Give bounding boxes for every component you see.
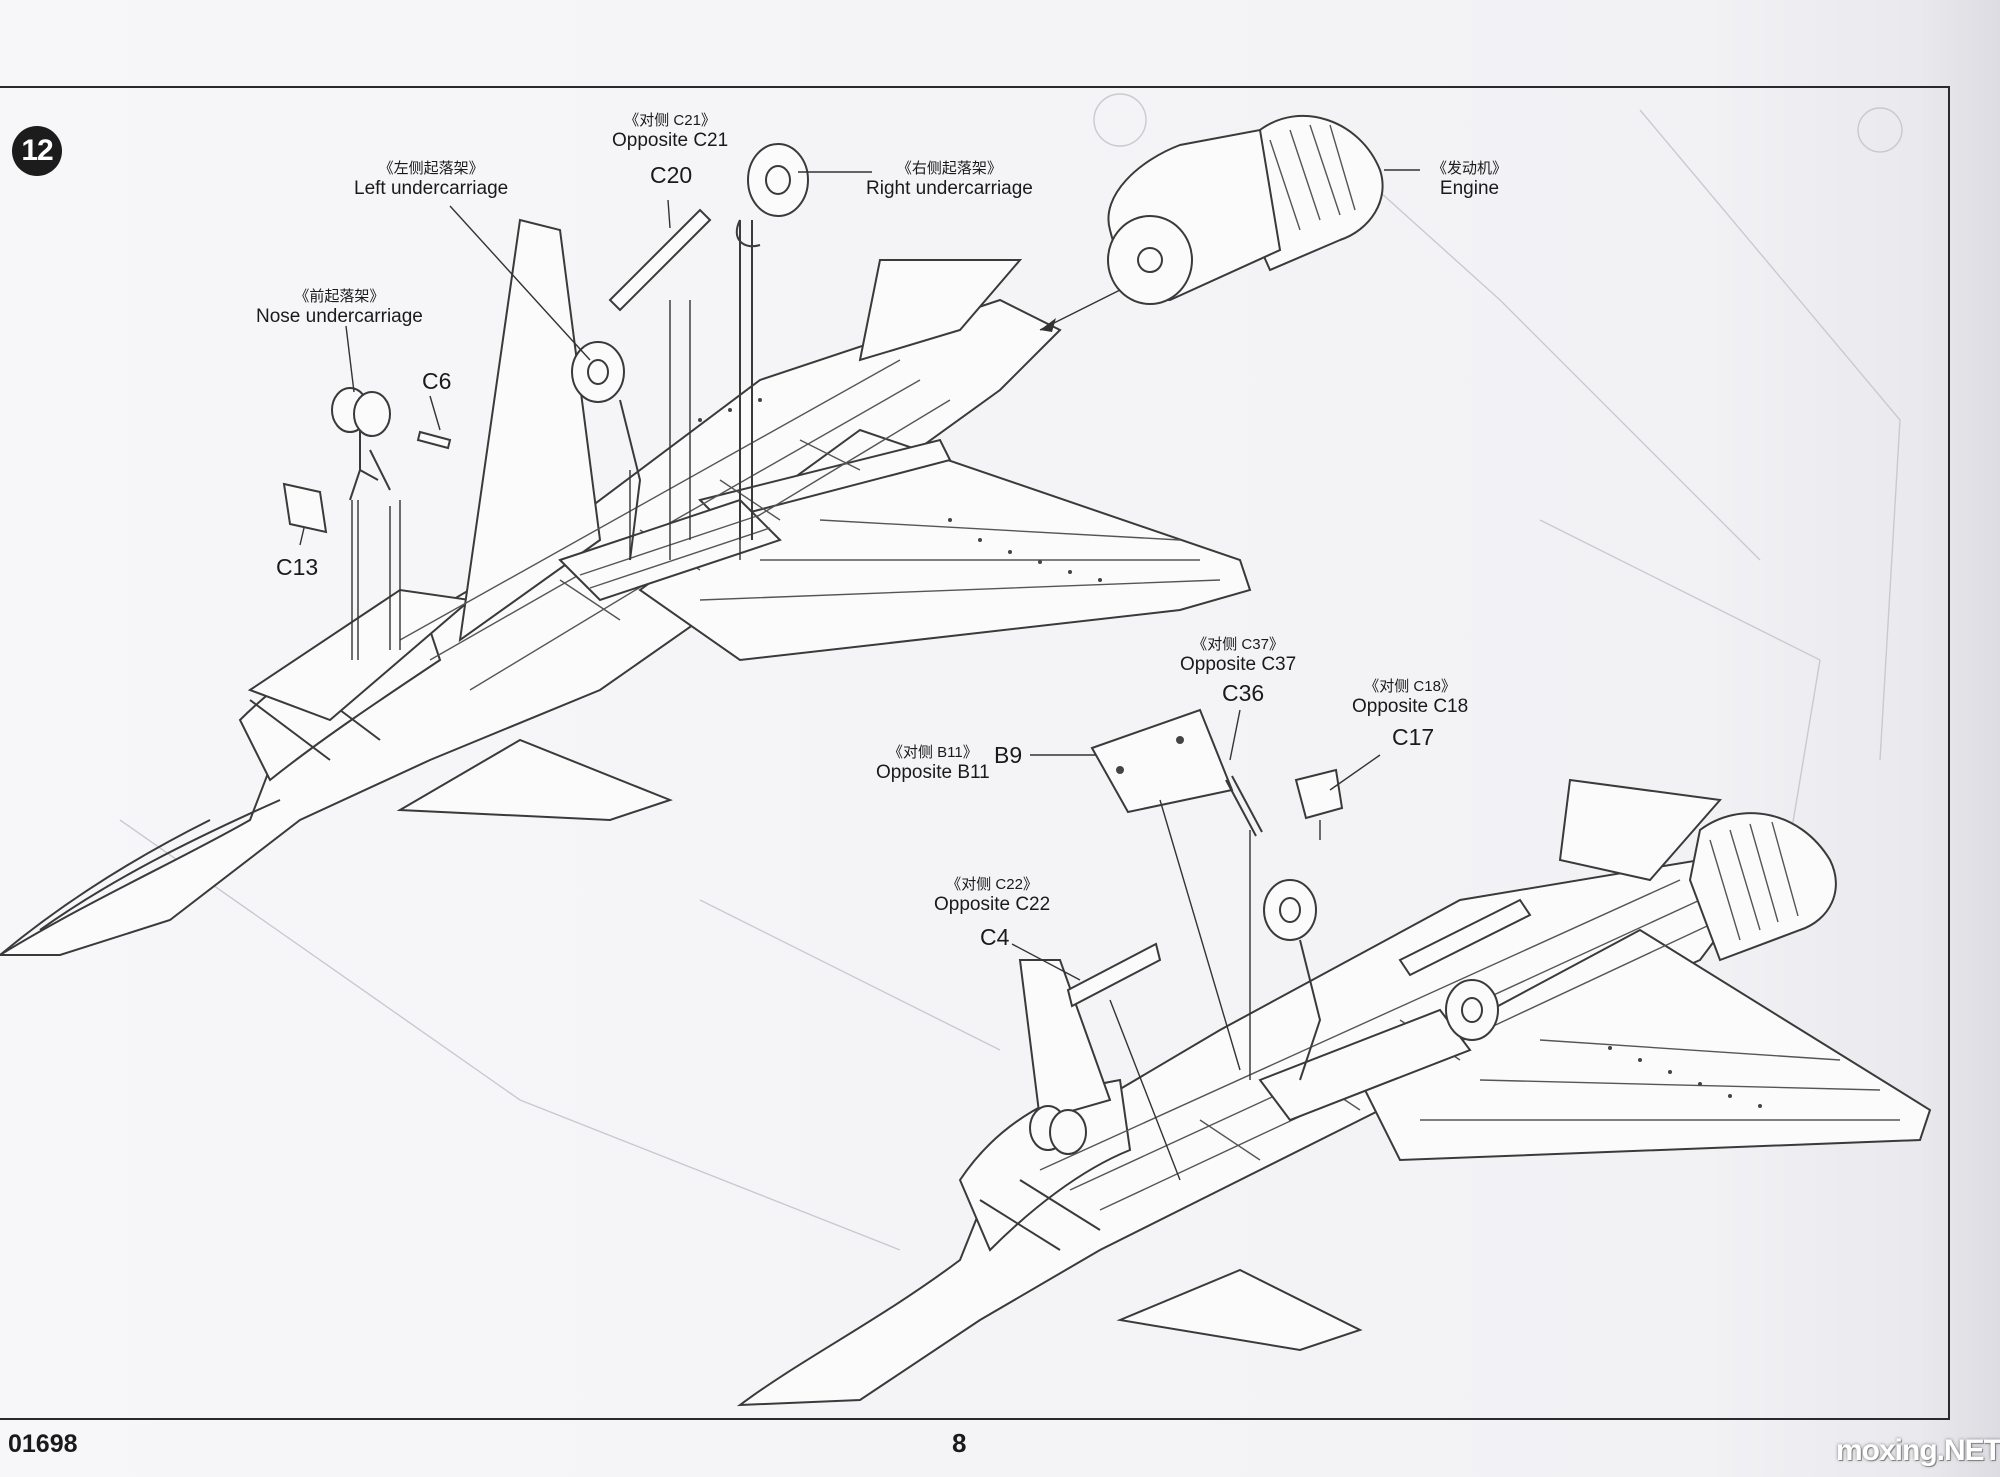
label-cn: 《对侧 B11》 [887, 744, 978, 761]
upper-engine [1039, 114, 1384, 332]
kit-number: 01698 [8, 1430, 78, 1458]
part-c6: C6 [422, 368, 452, 394]
label-nose-undercarriage: 《前起落架》 Nose undercarriage [256, 288, 423, 329]
label-cn: 《右侧起落架》 [896, 160, 1002, 177]
label-opposite-c18: 《对侧 C18》 Opposite C18 [1352, 678, 1468, 719]
label-cn: 《对侧 C21》 [624, 112, 716, 129]
watermark-logo: moxing.NET [1836, 1434, 2000, 1467]
upper-undercarriage-parts [282, 143, 809, 660]
label-opposite-c21: 《对侧 C21》 Opposite C21 [612, 112, 728, 153]
page-frame [0, 86, 1950, 1420]
label-right-undercarriage: 《右侧起落架》 Right undercarriage [866, 160, 1033, 201]
callout-leaders [299, 169, 1420, 981]
label-en: Opposite C18 [1352, 696, 1469, 717]
label-cn: 《对侧 C18》 [1364, 678, 1456, 695]
lower-aircraft [736, 778, 1932, 1407]
label-cn: 《左侧起落架》 [378, 160, 484, 177]
label-en: Right undercarriage [866, 178, 1033, 199]
label-en: Left undercarriage [354, 178, 509, 199]
label-en: Nose undercarriage [256, 306, 423, 327]
label-opposite-c22: 《对侧 C22》 Opposite C22 [934, 876, 1050, 917]
part-c20: C20 [650, 162, 693, 188]
part-c17: C17 [1392, 724, 1435, 750]
step-number-badge: 12 [12, 126, 62, 176]
lower-parts [1029, 708, 1499, 1181]
label-opposite-b11: 《对侧 B11》 Opposite B11 [876, 744, 990, 785]
page-number: 8 [952, 1428, 967, 1458]
label-cn: 《对侧 C22》 [946, 876, 1038, 893]
part-c13: C13 [276, 554, 319, 580]
label-en: Opposite C37 [1180, 654, 1297, 675]
part-c4: C4 [980, 924, 1010, 950]
label-cn: 《对侧 C37》 [1192, 636, 1284, 653]
label-left-undercarriage: 《左侧起落架》 Left undercarriage [354, 160, 508, 201]
label-opposite-c37: 《对侧 C37》 Opposite C37 [1180, 636, 1296, 677]
label-en: Opposite C22 [934, 894, 1051, 915]
label-en: Engine [1439, 178, 1500, 199]
part-c36: C36 [1222, 680, 1265, 706]
part-b9: B9 [994, 742, 1023, 768]
label-cn: 《前起落架》 [294, 288, 385, 305]
label-cn: 《发动机》 [1432, 160, 1508, 177]
lower-engine-nozzle [1688, 812, 1837, 962]
label-en: Opposite B11 [876, 762, 990, 783]
upper-aircraft [0, 218, 1252, 956]
label-en: Opposite C21 [612, 130, 729, 151]
label-engine: 《发动机》 Engine [1432, 160, 1507, 201]
